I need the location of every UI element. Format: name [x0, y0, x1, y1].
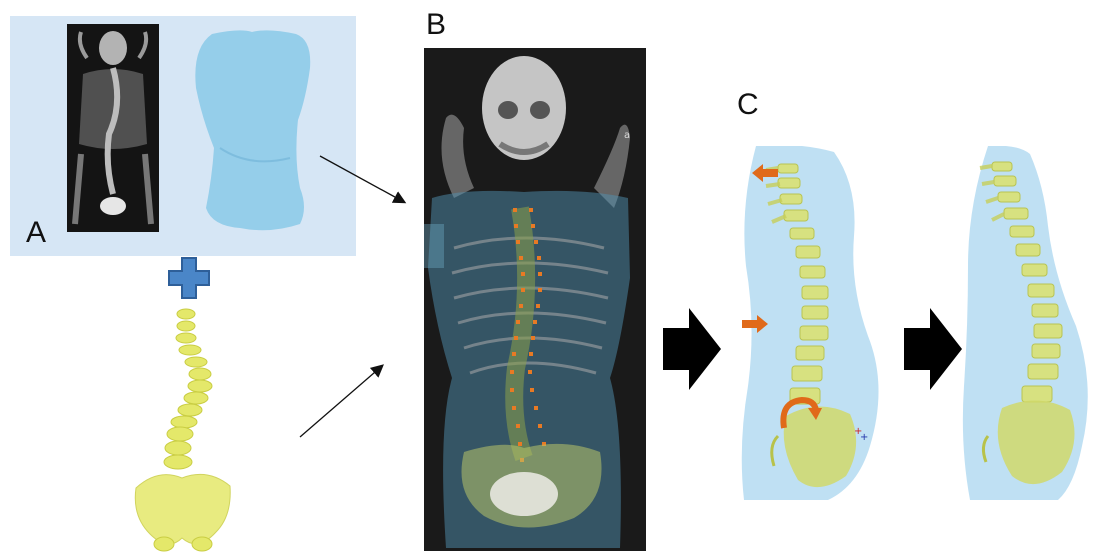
xray-overlay-image: a: [424, 48, 646, 551]
block-arrow-right-icon: [904, 308, 962, 390]
plus-icon: [168, 257, 210, 299]
curved-arrow-icon: [778, 394, 822, 430]
block-arrow-right-icon: [663, 308, 721, 390]
spine-model: [128, 306, 238, 556]
spine-model-after-correction: [958, 146, 1098, 500]
svg-text:a: a: [624, 130, 630, 141]
xray-thumbnail: [67, 24, 159, 232]
orange-arrow-icon: [752, 164, 778, 182]
panel-label-b: B: [426, 10, 446, 40]
panel-label-a: A: [26, 218, 46, 248]
arrow-right-icon: [300, 366, 382, 437]
svg-text:+: +: [860, 432, 868, 443]
orange-arrow-icon: [742, 315, 768, 333]
torso-surface-model: [190, 28, 316, 234]
panel-label-c: C: [737, 90, 759, 120]
